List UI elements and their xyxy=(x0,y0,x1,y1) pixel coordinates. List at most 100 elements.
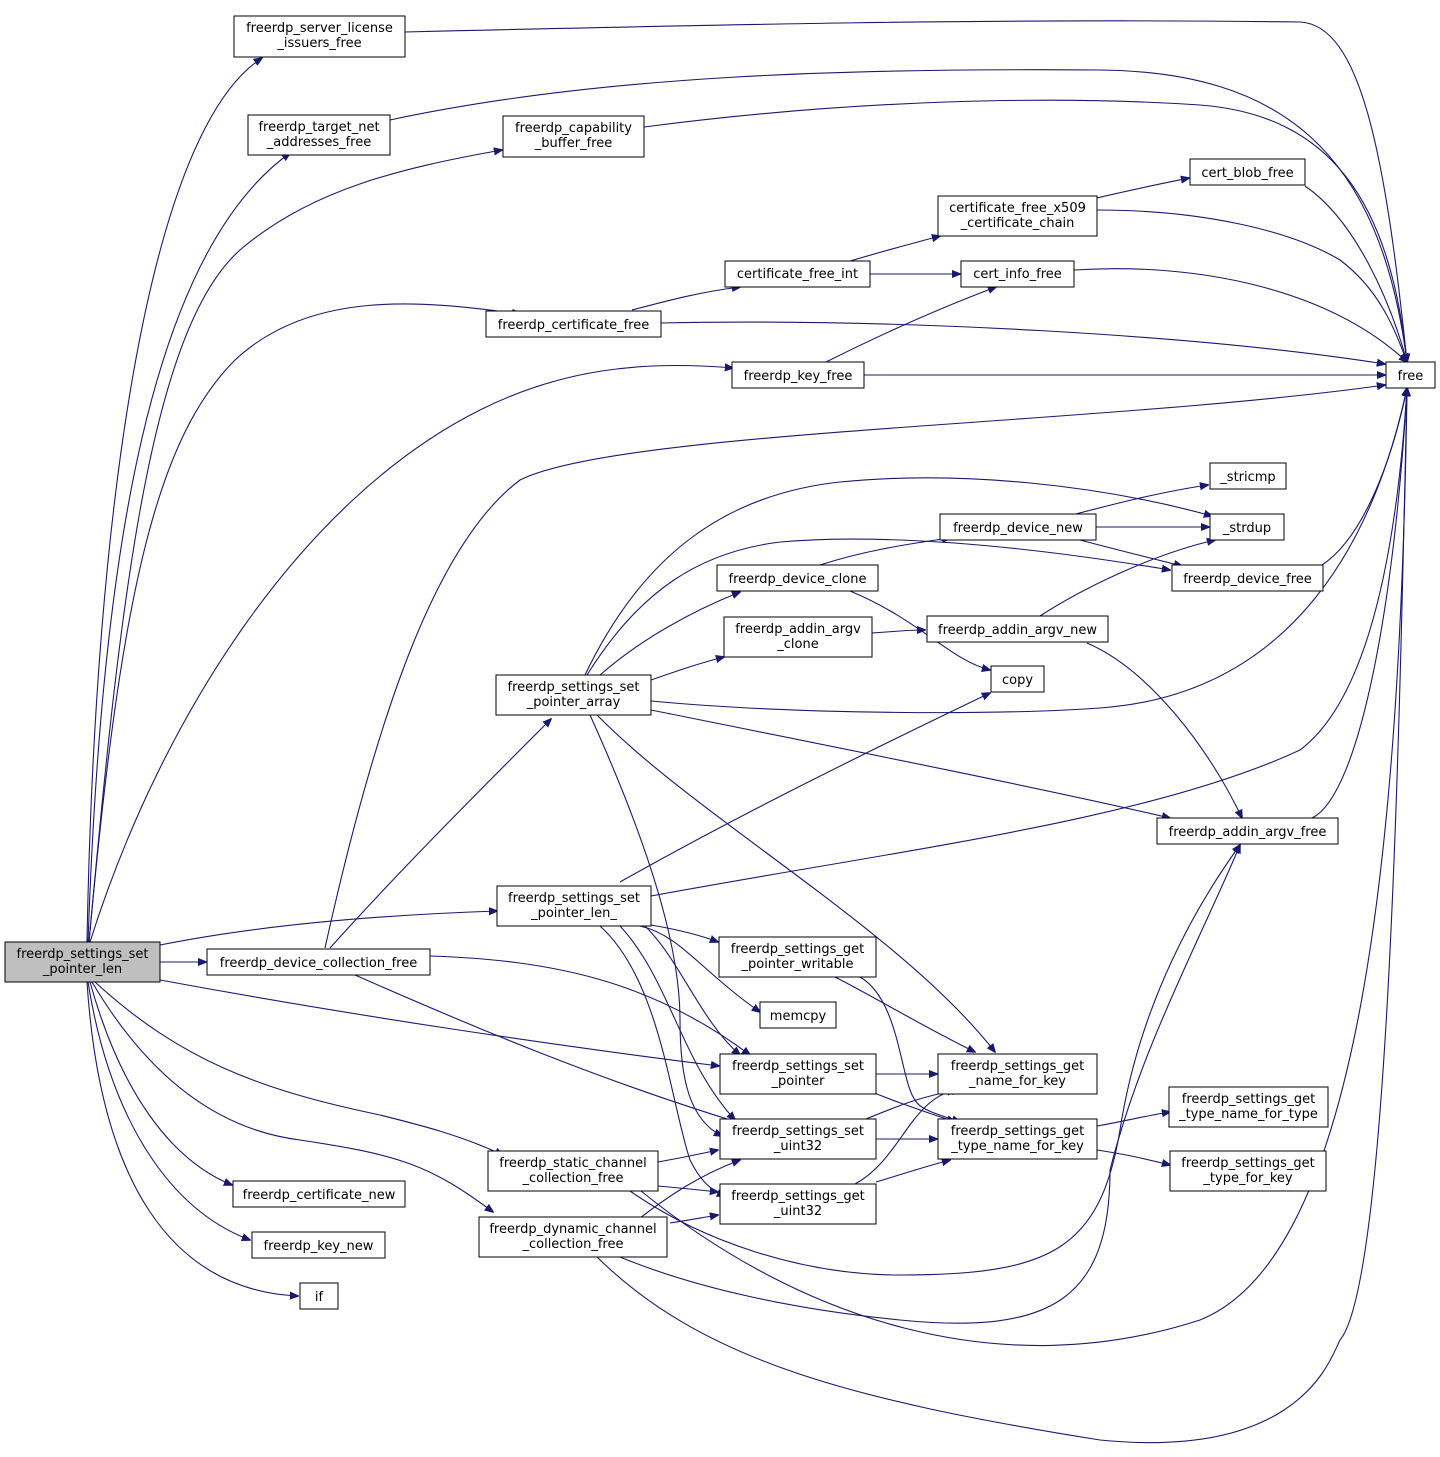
edge-root-cert-new xyxy=(89,981,232,1185)
node-capability-buffer-free[interactable]: freerdp_capability _buffer_free xyxy=(502,115,645,158)
node-freerdp-addin-argv-new[interactable]: freerdp_addin_argv_new xyxy=(926,615,1109,643)
node-cert-info-free[interactable]: cert_info_free xyxy=(960,260,1075,288)
edge-root-server-license xyxy=(86,58,262,943)
edge-dyn-coll-free xyxy=(594,388,1407,1444)
svg-text:freerdp_settings_get: freerdp_settings_get xyxy=(731,1189,864,1204)
edge-array-device-clone xyxy=(599,592,740,676)
node-settings-get-pointer-writable[interactable]: freerdp_settings_get _pointer_writable xyxy=(718,936,877,978)
node-freerdp-key-free[interactable]: freerdp_key_free xyxy=(731,361,865,389)
edge-target-net-free xyxy=(389,69,1407,362)
svg-text:freerdp_settings_get: freerdp_settings_get xyxy=(951,1124,1084,1139)
svg-text:_collection_free: _collection_free xyxy=(521,1237,623,1252)
edge-len-set-ptr xyxy=(644,925,740,1055)
edge-set-ptr-array-free xyxy=(650,388,1407,714)
node-memcpy[interactable]: memcpy xyxy=(759,1001,837,1029)
svg-text:freerdp_settings_set: freerdp_settings_set xyxy=(732,1059,864,1074)
svg-text:freerdp_device_free: freerdp_device_free xyxy=(1183,572,1312,587)
edges xyxy=(86,20,1407,1444)
svg-text:freerdp_target_net: freerdp_target_net xyxy=(258,120,379,135)
svg-text:_type_name_for_type: _type_name_for_type xyxy=(1178,1107,1318,1122)
node-freerdp-certificate-free[interactable]: freerdp_certificate_free xyxy=(485,310,662,338)
node-settings-get-type-name-for-type[interactable]: freerdp_settings_get _type_name_for_type xyxy=(1168,1086,1329,1128)
node-freerdp-key-new[interactable]: freerdp_key_new xyxy=(251,1231,386,1259)
edge-dyn-set-u32 xyxy=(639,1160,740,1219)
node-settings-get-name-for-key[interactable]: freerdp_settings_get _name_for_key xyxy=(937,1053,1098,1095)
node-copy[interactable]: copy xyxy=(990,665,1045,693)
edge-get-u32-get-name xyxy=(854,1090,955,1185)
svg-text:freerdp_settings_get: freerdp_settings_get xyxy=(951,1059,1084,1074)
node-certificate-free-int[interactable]: certificate_free_int xyxy=(724,260,871,288)
nodes: freerdp_settings_set _pointer_len freerd… xyxy=(4,15,1436,1310)
svg-text:_clone: _clone xyxy=(776,637,818,652)
node-freerdp-addin-argv-free[interactable]: freerdp_addin_argv_free xyxy=(1156,817,1339,845)
node-settings-get-type-name-for-key[interactable]: freerdp_settings_get _type_name_for_key xyxy=(937,1118,1098,1160)
svg-text:cert_info_free: cert_info_free xyxy=(973,267,1062,282)
node-strdup[interactable]: _strdup xyxy=(1209,513,1285,541)
edge-len-get-writable xyxy=(650,924,718,942)
svg-text:freerdp_addin_argv_free: freerdp_addin_argv_free xyxy=(1169,825,1327,840)
node-target-net-addresses-free[interactable]: freerdp_target_net _addresses_free xyxy=(247,114,391,156)
edge-root-target-net xyxy=(87,153,290,943)
edge-dev-coll-set-ptr xyxy=(429,955,750,1055)
edge-key-free-info xyxy=(825,287,996,363)
node-settings-set-pointer[interactable]: freerdp_settings_set _pointer xyxy=(719,1053,877,1095)
edge-argv-clone-argv-new xyxy=(871,630,925,633)
node-freerdp-addin-argv-clone[interactable]: freerdp_addin_argv _clone xyxy=(723,616,873,658)
node-free[interactable]: free xyxy=(1385,361,1436,389)
edge-dev-coll-free xyxy=(324,385,1385,949)
edge-fcert-free-free xyxy=(660,321,1385,364)
svg-text:freerdp_device_clone: freerdp_device_clone xyxy=(729,572,867,587)
node-settings-set-uint32[interactable]: freerdp_settings_set _uint32 xyxy=(719,1118,877,1160)
svg-text:freerdp_static_channel: freerdp_static_channel xyxy=(499,1156,646,1171)
node-dynamic-channel-collection-free[interactable]: freerdp_dynamic_channel _collection_free xyxy=(478,1216,668,1258)
svg-text:_addresses_free: _addresses_free xyxy=(266,135,371,150)
svg-text:_pointer_len: _pointer_len xyxy=(42,962,122,977)
node-freerdp-settings-set-pointer-len[interactable]: freerdp_settings_set _pointer_len xyxy=(4,941,161,983)
node-settings-set-pointer-array[interactable]: freerdp_settings_set _pointer_array xyxy=(495,674,652,716)
node-settings-get-type-for-key[interactable]: freerdp_settings_get _type_for_key xyxy=(1169,1150,1327,1192)
node-server-license-issuers-free[interactable]: freerdp_server_license _issuers_free xyxy=(233,15,406,58)
svg-text:_name_for_key: _name_for_key xyxy=(968,1074,1066,1089)
edge-array-get-name xyxy=(596,714,995,1052)
edge-len-memcpy xyxy=(639,925,760,1012)
node-stricmp[interactable]: _stricmp xyxy=(1209,462,1287,490)
svg-text:_uint32: _uint32 xyxy=(773,1139,822,1154)
edge-root-fcert-free xyxy=(88,303,520,943)
edge-root-set-ptr-len- xyxy=(159,911,497,946)
node-freerdp-device-new[interactable]: freerdp_device_new xyxy=(939,513,1097,541)
edge-capability-free xyxy=(643,99,1407,362)
node-certificate-free-x509-certificate-chain[interactable]: certificate_free_x509 _certificate_chain xyxy=(937,195,1098,237)
svg-text:freerdp_settings_get: freerdp_settings_get xyxy=(1182,1092,1315,1107)
svg-text:_type_name_for_key: _type_name_for_key xyxy=(950,1139,1084,1154)
node-cert-blob-free[interactable]: cert_blob_free xyxy=(1189,158,1306,186)
svg-text:freerdp_certificate_free: freerdp_certificate_free xyxy=(498,318,649,333)
edge-argv-new-strdup xyxy=(1039,540,1215,617)
svg-text:if: if xyxy=(315,1290,324,1305)
svg-text:freerdp_addin_argv_new: freerdp_addin_argv_new xyxy=(938,623,1097,638)
edge-cert-info-free xyxy=(1073,268,1407,362)
edge-root-if xyxy=(86,981,298,1296)
svg-text:cert_blob_free: cert_blob_free xyxy=(1201,166,1293,181)
node-settings-set-pointer-len-[interactable]: freerdp_settings_set _pointer_len_ xyxy=(496,885,652,927)
svg-text:freerdp_dynamic_channel: freerdp_dynamic_channel xyxy=(489,1222,656,1237)
edge-root-set-ptr xyxy=(159,979,719,1066)
edge-set-ptr-len-free xyxy=(650,388,1407,897)
svg-text:freerdp_device_new: freerdp_device_new xyxy=(953,521,1083,536)
node-settings-get-uint32[interactable]: freerdp_settings_get _uint32 xyxy=(719,1183,877,1225)
svg-text:freerdp_key_free: freerdp_key_free xyxy=(744,369,853,384)
svg-text:_type_for_key: _type_for_key xyxy=(1202,1171,1292,1186)
edge-get-u32-type-key xyxy=(875,1160,950,1183)
edge-x509-blob xyxy=(1096,178,1189,199)
edge-dev-coll-set-ptr-array xyxy=(329,719,551,949)
edge-array-argv-free xyxy=(650,709,1170,818)
svg-text:freerdp_server_license: freerdp_server_license xyxy=(246,21,393,36)
edge-dyn-get-u32 xyxy=(669,1215,718,1224)
svg-text:copy: copy xyxy=(1002,673,1033,688)
node-if[interactable]: if xyxy=(299,1282,339,1310)
node-device-collection-free[interactable]: freerdp_device_collection_free xyxy=(206,948,431,976)
node-static-channel-collection-free[interactable]: freerdp_static_channel _collection_free xyxy=(487,1150,659,1192)
node-freerdp-device-free[interactable]: freerdp_device_free xyxy=(1171,564,1324,592)
node-freerdp-certificate-new[interactable]: freerdp_certificate_new xyxy=(232,1180,406,1208)
node-freerdp-device-clone[interactable]: freerdp_device_clone xyxy=(716,564,879,592)
